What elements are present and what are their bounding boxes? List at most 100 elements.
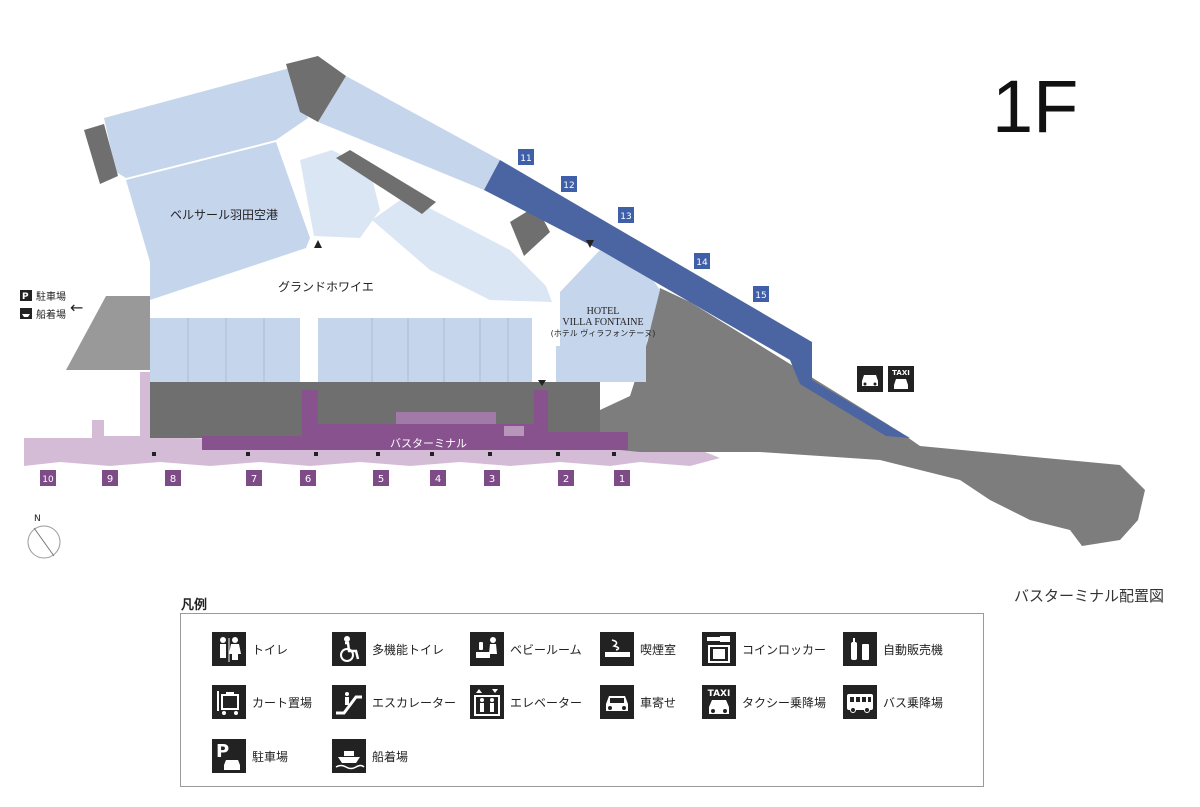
west-parking-structure	[66, 296, 150, 370]
bus-bay-9-box	[102, 470, 118, 486]
legend-panel	[180, 613, 984, 787]
hotel-villa-fontaine	[560, 250, 660, 346]
bus-bay-6-box	[300, 470, 316, 486]
legend-label: トイレ	[252, 642, 289, 657]
bus-bay-10-label: 10	[42, 475, 54, 485]
bus-bay-1-label: 1	[619, 474, 625, 485]
hotel-label-line1: HOTEL	[586, 306, 620, 317]
legend-item-cart-storage: カート置場	[212, 685, 312, 719]
bus-bay-1: 1	[614, 470, 630, 486]
taxi-lane-bay-15: 15	[753, 286, 769, 302]
boat-dock-icon	[332, 739, 366, 773]
compass-needle	[33, 527, 55, 557]
bus-bay-7: 7	[246, 470, 262, 486]
legend-label: カート置場	[252, 695, 313, 710]
bus-bay-1-box	[614, 470, 630, 486]
bus-bay-8: 8	[165, 470, 181, 486]
svg-text:P: P	[216, 741, 229, 762]
legend-item-vending-machine: 自動販売機	[843, 632, 943, 666]
legend-label: ベビールーム	[510, 642, 582, 657]
bus-bay-2-label: 2	[563, 474, 569, 485]
central-core	[336, 150, 436, 214]
taxi-lane	[484, 160, 910, 438]
floor-label: 1F	[992, 65, 1079, 148]
legend-item-restroom: トイレ	[212, 632, 288, 666]
bus-bay-8-box	[165, 470, 181, 486]
taxi-lane-bay-11-label: 11	[520, 154, 531, 164]
hotel-label-line2: VILLA FONTAINE	[562, 317, 644, 328]
compass-north-label: N	[34, 514, 41, 524]
taxi-lane-bay-11-box	[518, 149, 534, 165]
cart-storage-icon	[212, 685, 246, 719]
legend-label: エレベーター	[510, 695, 583, 710]
bus-bay-4-box	[430, 470, 446, 486]
legend-item-escalator: エスカレーター	[332, 685, 456, 719]
bus-bay-3-box	[484, 470, 500, 486]
hotel-annex	[556, 346, 646, 382]
bus-bay-6-label: 6	[305, 474, 311, 485]
parking-note-label: 駐車場	[36, 292, 66, 303]
legend-item-bus-stop: バス乗降場	[843, 685, 943, 719]
taxi-badge-label: TAXI	[892, 369, 910, 377]
hall-partitions	[187, 318, 509, 382]
baby-room-icon	[470, 632, 504, 666]
hall-block-west	[150, 318, 300, 382]
taxi-lane-bay-14-label: 14	[696, 258, 708, 268]
legend-label: コインロッカー	[742, 642, 827, 657]
north-tower	[286, 56, 346, 122]
escalator-icon	[332, 685, 366, 719]
bus-bay-7-label: 7	[251, 474, 257, 485]
bus-bay-3: 3	[484, 470, 500, 486]
entrance-marker-3	[538, 380, 546, 386]
legend-label: バス乗降場	[883, 695, 944, 710]
bus-terminal-waiting	[396, 412, 496, 424]
taxi-lane-bay-13: 13	[618, 207, 634, 223]
boat-dock-note-label: 船着場	[36, 310, 66, 321]
bus-lane-area	[24, 372, 720, 466]
grand-foyer-label: グランドホワイエ	[278, 280, 374, 294]
taxi-lane-bay-14: 14	[694, 253, 710, 269]
taxi-lane-bay-14-box	[694, 253, 710, 269]
map-caption: バスターミナル配置図	[1014, 587, 1165, 605]
svg-text:P: P	[22, 292, 29, 301]
elevator-icon	[470, 685, 504, 719]
car-pickup-icon	[857, 366, 883, 392]
restroom-icon	[212, 632, 246, 666]
bus-bay-9: 9	[102, 470, 118, 486]
legend-label: 喫煙室	[640, 642, 677, 657]
bus-bay-10-box	[40, 470, 56, 486]
taxi-lane-bay-12-label: 12	[563, 181, 574, 191]
bus-bay-4: 4	[430, 470, 446, 486]
legend-item-baby-room: ベビールーム	[470, 632, 582, 666]
legend-label: エスカレーター	[372, 695, 457, 710]
bus-bay-3-label: 3	[489, 474, 495, 485]
taxi-lane-bay-13-box	[618, 207, 634, 223]
taxi-stand-icon: TAXI	[702, 685, 736, 719]
legend-label: 多機能トイレ	[372, 642, 445, 657]
east-wing-hall	[318, 76, 500, 190]
parking-icon: P	[212, 739, 246, 773]
taxi-lane-bay-11: 11	[518, 149, 534, 165]
boat-dock-icon	[20, 308, 32, 319]
boat-dock-direction-note: 船着場	[20, 306, 66, 321]
foyer-east-zone	[372, 196, 552, 302]
legend-item-accessible-restroom: 多機能トイレ	[332, 632, 444, 666]
bus-bay-7-box	[246, 470, 262, 486]
legend-title: 凡例	[181, 598, 208, 613]
taxi-stand-icon: TAXI	[888, 366, 914, 392]
legend-item-elevator: エレベーター	[470, 685, 582, 719]
taxi-lane-bay-12: 12	[561, 176, 577, 192]
compass: N	[27, 514, 61, 559]
entrance-marker-2	[586, 240, 594, 248]
taxi-lane-bay-15-label: 15	[755, 291, 766, 301]
entrance-marker-1	[314, 240, 322, 248]
bellesalle-hall	[126, 142, 310, 300]
legend-label: 自動販売機	[883, 642, 944, 657]
hall-block-center	[318, 318, 532, 382]
bus-stop-icon	[843, 685, 877, 719]
bus-bay-2-box	[558, 470, 574, 486]
smoking-room-icon	[600, 632, 634, 666]
bus-bay-6: 6	[300, 470, 316, 486]
